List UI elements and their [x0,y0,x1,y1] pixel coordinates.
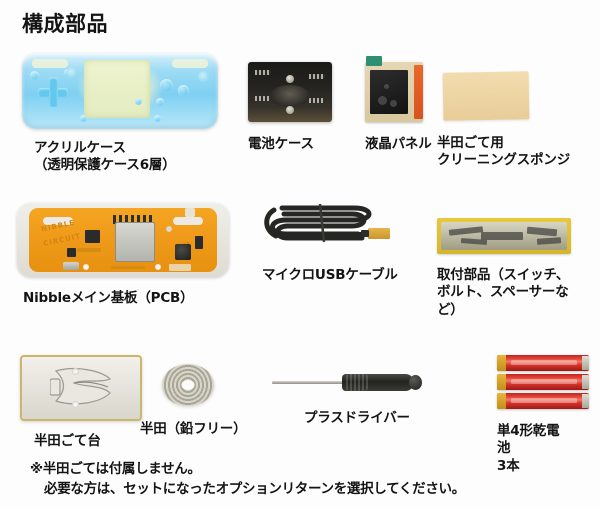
acrylic-slot-left [32,59,68,68]
component-caption: 電池ケース [248,136,314,152]
component-battery-case: 電池ケース [248,62,332,153]
cleaning-sponge-photo [442,71,530,121]
pcb-esp-module [115,222,155,262]
component-caption: プラスドライバー [304,410,410,426]
acrylic-screen-window [84,60,150,118]
component-acrylic-case: アクリルケース （透明保護ケース6層） [22,53,218,175]
component-mounting-parts: 取付部品（スイッチ、 ボルト、スペーサーな ど） [437,218,571,319]
screwdriver-handle [342,374,414,391]
battery-cell [497,355,589,371]
component-caption: マイクロUSBケーブル [262,267,398,283]
component-caption: 液晶パネル [365,136,432,152]
page-title: 構成部品 [22,12,108,36]
aaa-batteries-photo [497,355,589,411]
footnote: ※半田ごては付属しません。 必要な方は、セットになったオプションリターンを選択し… [30,459,465,500]
component-cleaning-sponge: 半田ごて用 クリーニングスポンジ [437,71,570,170]
footnote-line-1: ※半田ごては付属しません。 [30,460,201,477]
lcd-screen-area [370,70,408,114]
mounting-parts-bag-inner [441,222,567,250]
screwdriver-grip [346,374,368,391]
main-pcb-photo: NIBBLE CIRCUIT CM [17,203,229,277]
component-phillips-screwdriver: プラスドライバー [272,372,422,427]
screwdriver-shaft [272,381,346,384]
component-lcd-panel: 液晶パネル [365,56,432,153]
component-aaa-batteries: 単4形乾電 池 3本 [497,355,589,475]
mounting-parts-photo [437,218,571,254]
component-caption: 半田ごて台 [34,433,101,449]
battery-cell [497,393,589,409]
screwdriver-end-cap [409,375,422,390]
solder-wire-photo [162,364,214,406]
phillips-screwdriver-photo [272,372,422,394]
battery-case-photo [248,62,332,122]
component-caption: Nibbleメイン基板（PCB） [23,290,194,306]
component-micro-usb-cable: マイクロUSBケーブル [262,200,398,284]
component-solder-wire: 半田（鉛フリー） [140,364,247,438]
soldering-iron-stand-photo [20,355,142,421]
pcb-buzzer [175,244,191,260]
battery-cell [497,374,589,390]
component-soldering-iron-stand: 半田ごて台 [20,355,142,450]
component-caption: 取付部品（スイッチ、 ボルト、スペーサーな ど） [437,267,570,318]
pcb-board-surface: NIBBLE CIRCUIT CM [29,208,217,272]
component-main-pcb: NIBBLE CIRCUIT CM Nibbleメイン基板（PCB） [17,203,229,307]
component-caption: 単4形乾電 池 3本 [497,423,560,474]
pcb-micro-usb-port [63,262,79,270]
pcb-antenna [113,215,155,224]
acrylic-dpad [38,77,68,107]
component-caption: アクリルケース （透明保護ケース6層） [34,140,176,174]
pcb-led [185,208,195,217]
component-caption: 半田（鉛フリー） [140,421,247,437]
lcd-flex-cable [414,65,423,119]
usb-cable-drawing [264,203,376,243]
acrylic-slot-right [172,59,208,68]
lcd-green-tab [366,56,382,66]
micro-usb-cable-photo [262,200,392,254]
component-caption: 半田ごて用 クリーニングスポンジ [437,135,570,169]
footnote-line-2: 必要な方は、セットになったオプションリターンを選択してください。 [44,480,465,497]
acrylic-case-photo [22,53,218,129]
usb-connector [361,228,390,239]
lcd-panel-photo [365,56,423,122]
iron-stand-holder [50,367,112,405]
